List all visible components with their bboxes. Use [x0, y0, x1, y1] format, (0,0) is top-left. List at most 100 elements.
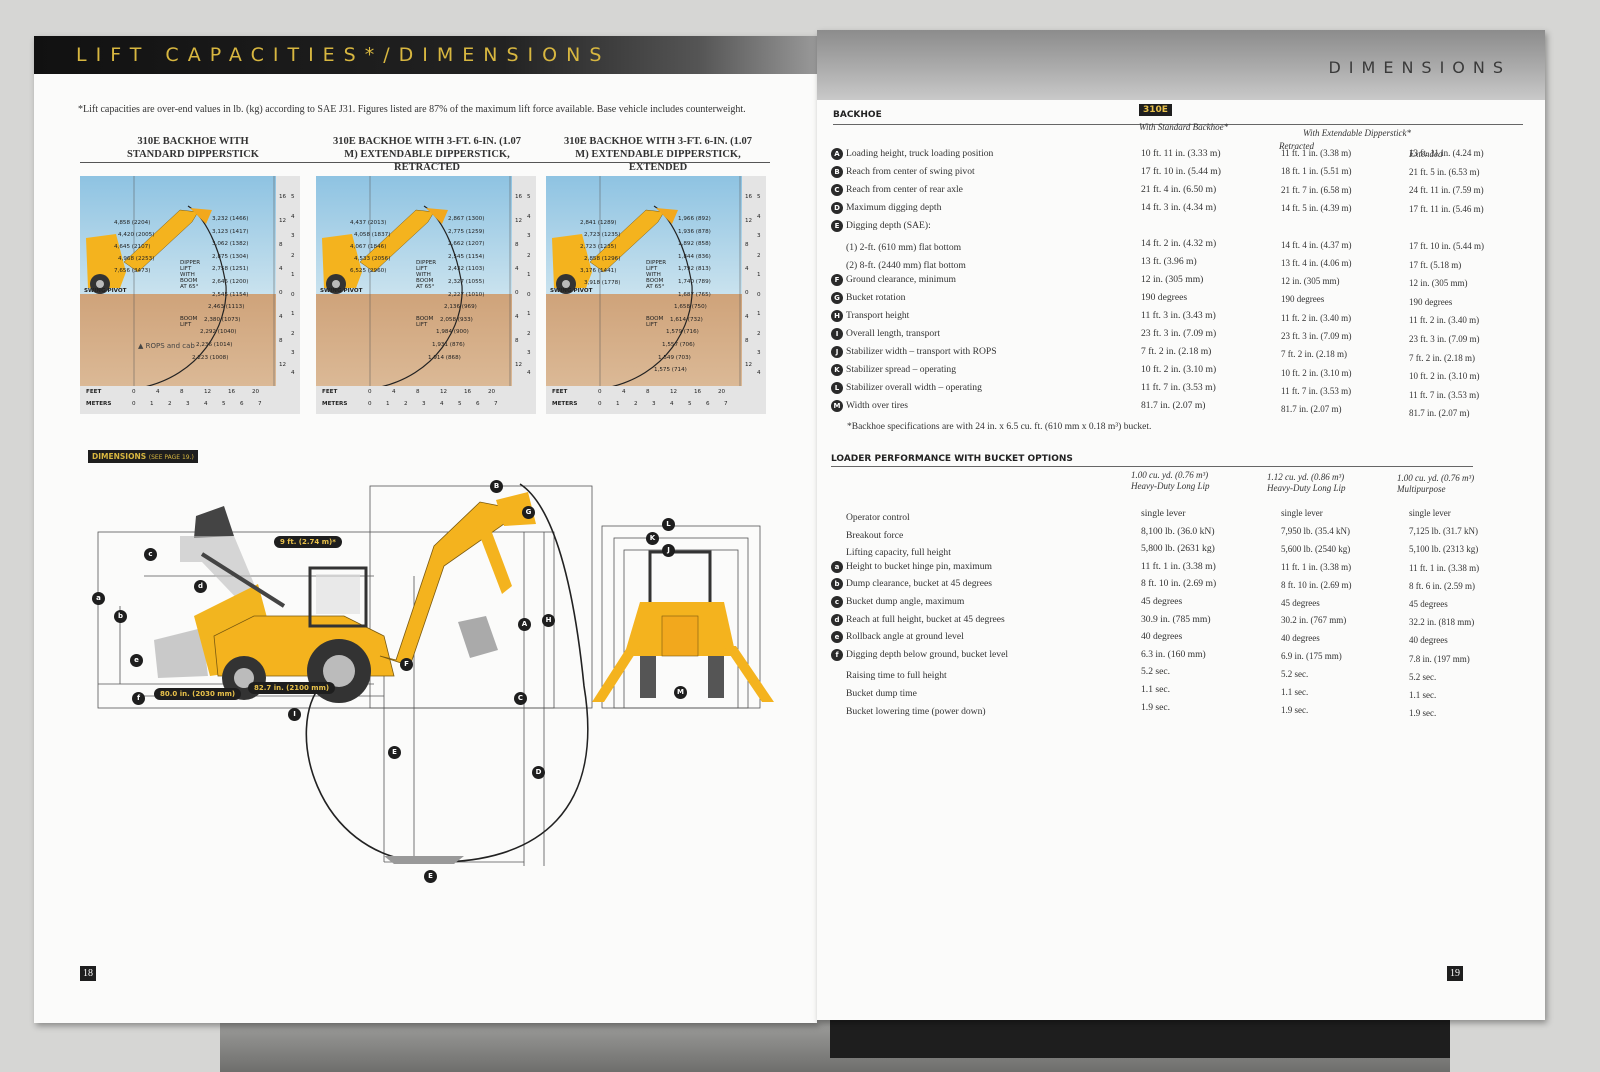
lift-value-right: 2,463 (1113): [208, 304, 245, 311]
spec-value-1: 5,800 lb. (2631 kg): [1141, 543, 1215, 555]
spec-value-1: 11 ft. 3 in. (3.43 m): [1141, 310, 1216, 321]
axis-tick-feet: 20: [718, 389, 726, 395]
spec-value-3: 17 ft. 10 in. (5.44 m): [1409, 241, 1484, 251]
axis-tick-meters: 1: [616, 401, 620, 407]
axis-tick-m: 1: [291, 311, 295, 317]
lift-value-left: 4,067 (1846): [350, 244, 387, 250]
spec-value-2: 8 ft. 10 in. (2.69 m): [1281, 579, 1352, 590]
spec-value-1: 12 in. (305 mm): [1141, 274, 1204, 285]
axis-tick-m: 1: [527, 272, 531, 278]
spec-marker: a: [831, 560, 843, 573]
lift-value-right: 1,579 (716): [666, 329, 699, 336]
axis-tick-meters: 5: [688, 401, 692, 407]
axis-tick-feet: 16: [694, 389, 702, 395]
axis-tick-ft: 16: [515, 194, 523, 200]
spec-label: Stabilizer spread – operating: [846, 364, 957, 375]
axis-tick-meters: 4: [440, 401, 444, 407]
lift-value-right: 1,557 (706): [662, 342, 695, 348]
background-strip-dark: [830, 1018, 1450, 1058]
spec-label: Bucket dump time: [846, 688, 917, 699]
spec-marker: I: [831, 328, 843, 340]
spec-label: (2) 8-ft. (2440 mm) flat bottom: [846, 260, 966, 271]
marker-f: f: [132, 692, 145, 705]
lift-value-right: 2,758 (1251): [212, 266, 249, 273]
lift-value-left: 4,968 (2253): [118, 256, 155, 262]
axis-tick-m: 5: [757, 194, 761, 200]
chart-title-1: 310E BACKHOE WITH STANDARD DIPPERSTICK: [127, 136, 259, 160]
spec-label: Digging depth (SAE):: [846, 220, 931, 231]
spec-row: (2) 8-ft. (2440 mm) flat bottom 13 ft. (3…: [831, 256, 1521, 274]
axis-tick-ft: 0: [279, 290, 283, 296]
axis-tick-ft: 8: [515, 338, 519, 344]
spec-label: Reach from center of swing pivot: [846, 166, 975, 177]
axis-tick-meters: 3: [186, 401, 190, 407]
lift-value-left: 4,058 (1837): [354, 232, 391, 238]
axis-tick-ft: 4: [745, 266, 749, 272]
axis-tick-ft: 4: [279, 314, 283, 320]
spec-marker: [831, 543, 843, 555]
spec-marker: D: [831, 202, 843, 214]
marker-M: M: [674, 686, 687, 699]
spec-marker: A: [831, 148, 843, 160]
spec-value-2: 21 ft. 7 in. (6.58 m): [1281, 184, 1352, 195]
meters-label: METERS: [552, 401, 578, 407]
lift-value-right: 1,549 (703): [658, 354, 691, 361]
lift-value-left: 3,176 (1441): [580, 268, 617, 274]
lift-value-right: 1,936 (878): [678, 228, 711, 235]
axis-tick-ft: 16: [279, 194, 287, 200]
axis-tick-m: 0: [757, 291, 761, 298]
spec-label: Ground clearance, minimum: [846, 274, 957, 285]
axis-tick-ft: 12: [279, 218, 287, 224]
spec-value-1: 40 degrees: [1141, 631, 1183, 643]
axis-tick-feet: 16: [228, 389, 236, 395]
spec-value-3: 40 degrees: [1409, 635, 1448, 646]
spec-value-3: 12 in. (305 mm): [1409, 278, 1468, 289]
spec-value-3: 24 ft. 11 in. (7.59 m): [1409, 185, 1484, 196]
axis-tick-m: 5: [527, 194, 531, 200]
spec-value-1: 14 ft. 3 in. (4.34 m): [1141, 202, 1217, 213]
axis-tick-meters: 1: [386, 401, 390, 407]
spec-label: Reach at full height, bucket at 45 degre…: [846, 613, 1005, 625]
marker-K: K: [646, 532, 659, 545]
axis-tick-meters: 2: [168, 401, 172, 407]
marker-I: I: [288, 708, 301, 721]
axis-tick-meters: 7: [724, 401, 728, 407]
col-standard: With Standard Backhoe*: [1139, 122, 1229, 132]
spec-value-2: 81.7 in. (2.07 m): [1281, 404, 1342, 415]
backhoe-section-title: BACKHOE: [833, 110, 882, 120]
spec-value-2: 11 ft. 1 in. (3.38 m): [1281, 561, 1352, 572]
axis-tick-m: 2: [527, 252, 531, 259]
spec-value-1: 8 ft. 10 in. (2.69 m): [1141, 578, 1217, 590]
spec-value-2: 40 degrees: [1281, 633, 1320, 644]
lift-value-right: 1,966 (892): [678, 216, 711, 222]
spec-value-2: 11 ft. 2 in. (3.40 m): [1281, 312, 1352, 323]
axis-tick-feet: 4: [622, 389, 626, 395]
spec-label: Lifting capacity, full height: [846, 547, 951, 559]
lift-value-right: 2,867 (1300): [448, 216, 485, 222]
spec-marker: J: [831, 346, 843, 358]
loader-section-title: LOADER PERFORMANCE WITH BUCKET OPTIONS: [831, 454, 1073, 464]
lift-value-left: 2,858 (1296): [584, 256, 621, 262]
spec-value-3: single lever: [1409, 508, 1451, 518]
spec-value-2: 14 ft. 5 in. (4.39 m): [1281, 202, 1352, 213]
spec-value-1: 10 ft. 11 in. (3.33 m): [1141, 148, 1221, 159]
axis-tick-ft: 8: [745, 242, 749, 248]
col-extended: Extended: [1409, 149, 1443, 159]
lift-value-left: 3,918 (1778): [584, 280, 621, 286]
spec-value-1: 13 ft. (3.96 m): [1141, 256, 1197, 267]
spec-value-2: 10 ft. 2 in. (3.10 m): [1281, 367, 1352, 378]
